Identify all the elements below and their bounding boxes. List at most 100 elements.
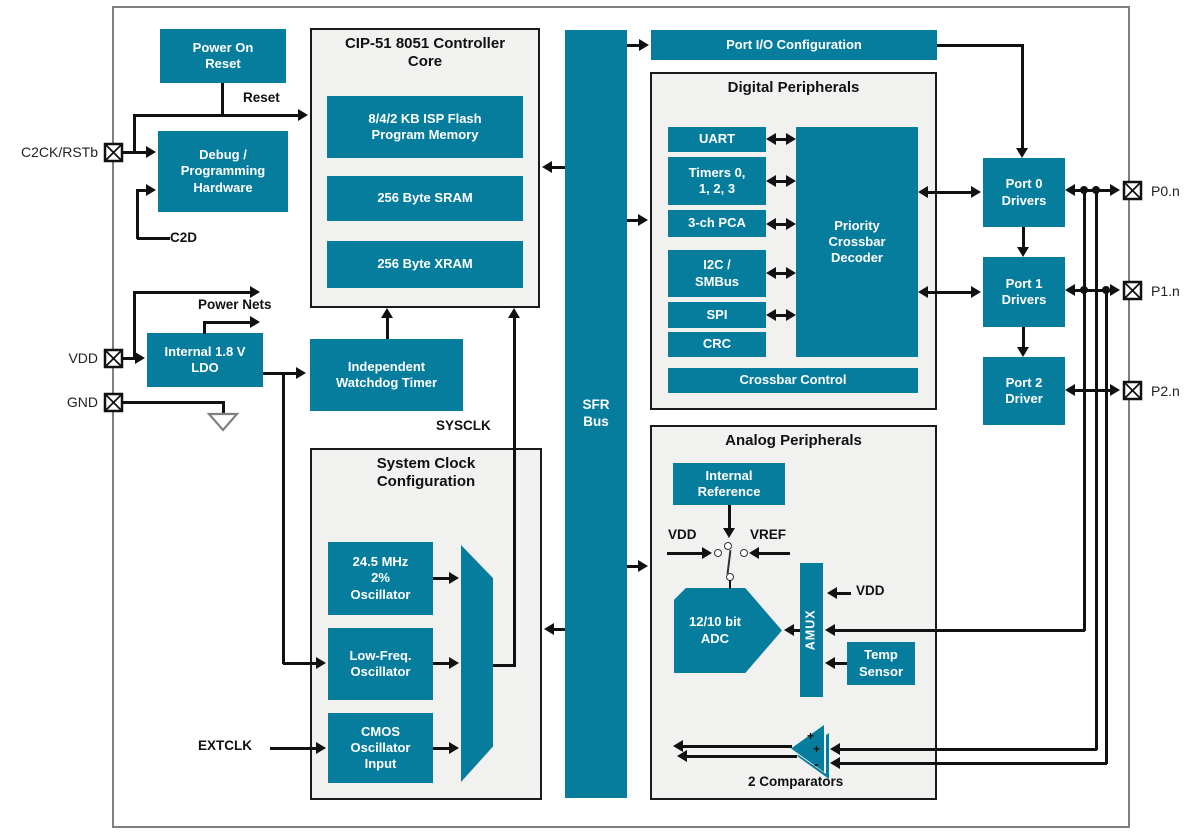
ldo-block: Internal 1.8 V LDO: [147, 333, 263, 387]
wire: [729, 580, 731, 589]
reset-label: Reset: [243, 90, 280, 105]
arrowhead: [1110, 384, 1120, 396]
wire: [263, 372, 296, 375]
osc-245mhz-block: 24.5 MHz 2% Oscillator: [328, 542, 433, 615]
wire: [837, 592, 851, 595]
wire: [1021, 44, 1024, 148]
junction-dot: [1102, 286, 1110, 294]
arrowhead: [673, 740, 683, 752]
arrowhead: [542, 161, 552, 173]
cmos-osc-input-block: CMOS Oscillator Input: [328, 713, 433, 783]
arrowhead: [381, 308, 393, 318]
wire: [1083, 189, 1086, 631]
arrowhead: [638, 560, 648, 572]
sysclk-label: SYSCLK: [436, 418, 491, 433]
debug-hardware-block: Debug / Programming Hardware: [158, 131, 288, 212]
wire: [838, 748, 1097, 751]
wire: [1095, 189, 1098, 750]
arrowhead: [508, 308, 520, 318]
arrowhead: [1110, 184, 1120, 196]
low-freq-osc-block: Low-Freq. Oscillator: [328, 628, 433, 700]
wire: [270, 747, 318, 750]
watchdog-timer-block: Independent Watchdog Timer: [310, 339, 463, 411]
wire: [137, 237, 170, 240]
wire: [282, 372, 285, 664]
pca-block: 3-ch PCA: [668, 210, 766, 237]
arrowhead: [918, 186, 928, 198]
p1-pad-icon: [1122, 280, 1143, 301]
wire: [667, 552, 702, 555]
arrowhead: [918, 286, 928, 298]
internal-reference-block: Internal Reference: [673, 463, 785, 505]
p2-pad-icon: [1122, 380, 1143, 401]
wire: [123, 151, 148, 154]
wire: [833, 662, 847, 665]
wire: [133, 291, 136, 359]
c2ck-pad-icon: [103, 142, 124, 163]
arrowhead: [830, 743, 840, 755]
arrowhead: [786, 218, 796, 230]
vdd-switch-label: VDD: [668, 527, 697, 542]
arrowhead: [766, 175, 776, 187]
arrowhead: [830, 757, 840, 769]
c2d-label: C2D: [170, 230, 198, 245]
arrowhead: [702, 547, 712, 559]
wire: [833, 629, 1085, 632]
arrowhead: [766, 309, 776, 321]
arrowhead: [766, 133, 776, 145]
clock-mux-shape: [461, 545, 493, 782]
arrowhead: [971, 186, 981, 198]
wire: [134, 291, 250, 294]
wire: [283, 662, 316, 665]
crc-block: CRC: [668, 332, 766, 357]
wire: [627, 565, 640, 568]
arrowhead: [784, 624, 794, 636]
wire: [136, 189, 139, 239]
port-io-config-block: Port I/O Configuration: [651, 30, 937, 60]
wire: [433, 662, 451, 665]
wire: [926, 291, 973, 294]
arrowhead: [316, 657, 326, 669]
sram-block: 256 Byte SRAM: [327, 176, 523, 221]
arrowhead: [146, 146, 156, 158]
vdd-amux-label: VDD: [856, 583, 885, 598]
wire: [133, 114, 136, 154]
wire: [123, 357, 137, 360]
wire: [513, 318, 516, 667]
wire: [137, 189, 148, 192]
uart-block: UART: [668, 127, 766, 152]
ground-symbol-icon: [206, 411, 240, 438]
arrowhead: [250, 286, 260, 298]
wire: [838, 762, 1107, 765]
vdd-pin-label: VDD: [68, 350, 98, 366]
wire: [774, 272, 788, 275]
gnd-pad-icon: [103, 392, 124, 413]
comparator-minus: -: [814, 756, 819, 772]
wire: [550, 166, 565, 169]
arrowhead: [146, 184, 156, 196]
arrowhead: [786, 309, 796, 321]
sysclk-group-title: System Clock Configuration: [376, 455, 476, 490]
sfr-bus: SFR Bus: [565, 30, 627, 798]
arrowhead: [135, 352, 145, 364]
gnd-pin-label: GND: [66, 394, 98, 410]
arrowhead: [1017, 347, 1029, 357]
arrowhead: [1065, 284, 1075, 296]
arrowhead: [316, 742, 326, 754]
vref-switch-label: VREF: [750, 527, 787, 542]
comparators-label: 2 Comparators: [748, 774, 844, 789]
power-nets-label: Power Nets: [198, 297, 272, 312]
core-group-title: CIP-51 8051 Controller Core: [344, 35, 506, 70]
wire: [203, 321, 206, 334]
arrowhead: [449, 657, 459, 669]
wire: [1073, 289, 1112, 292]
xram-block: 256 Byte XRAM: [327, 241, 523, 288]
arrowhead: [766, 218, 776, 230]
port2-driver-block: Port 2 Driver: [983, 357, 1065, 425]
arrowhead: [786, 267, 796, 279]
wire: [123, 401, 224, 404]
wire: [134, 114, 299, 117]
i2c-smbus-block: I2C / SMBus: [668, 250, 766, 297]
p0-pin-label: P0.n: [1151, 183, 1180, 199]
arrowhead: [1017, 247, 1029, 257]
